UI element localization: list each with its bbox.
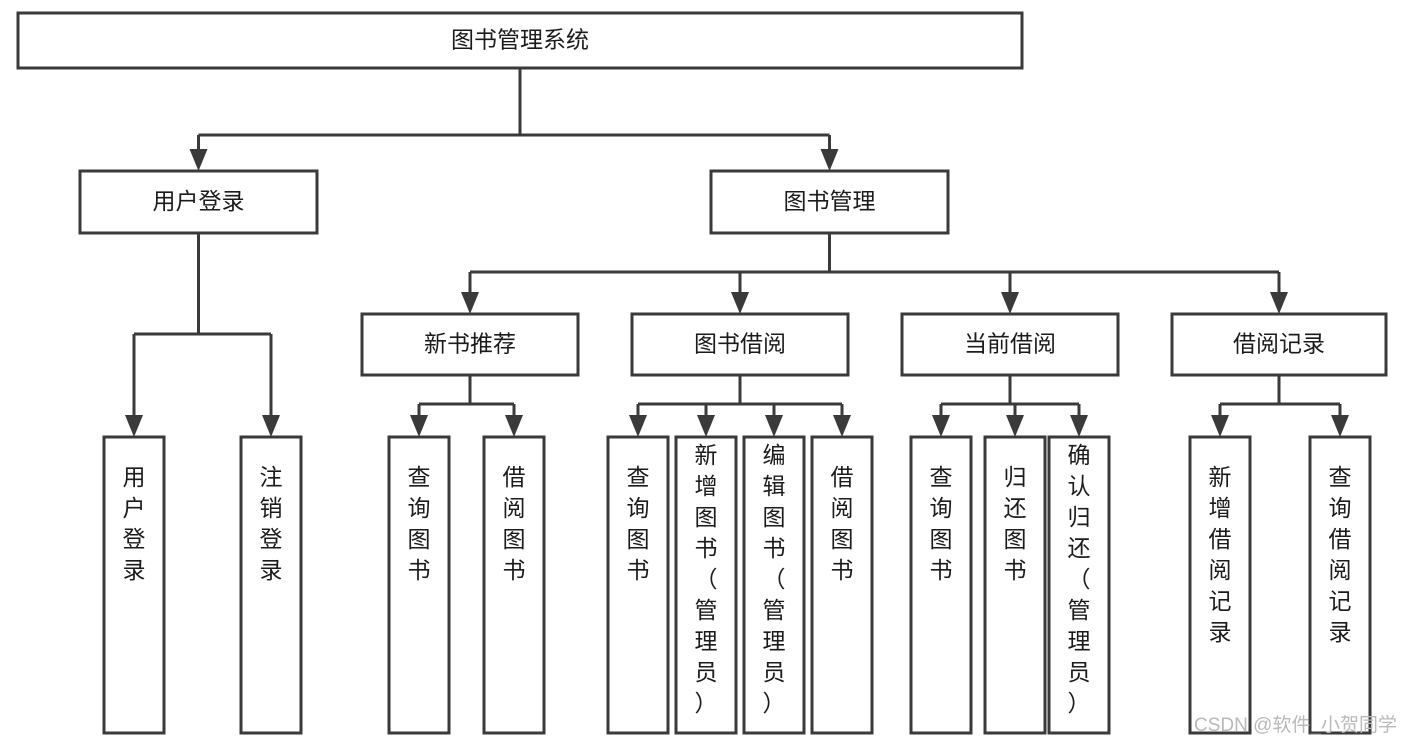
- node-box-leaf-add-borrow-record: [1188, 435, 1252, 735]
- node-label-leaf-add-book: 新增图书（管理员）: [695, 442, 718, 716]
- node-label-borrow-record: 借阅记录: [1233, 331, 1325, 357]
- node-label-leaf-query-book-borrow: 查询图书: [627, 464, 650, 583]
- node-label-user-login: 用户登录: [153, 188, 245, 214]
- node-box-leaf-confirm-return: [1047, 435, 1111, 735]
- arrow-book-management: [820, 149, 839, 171]
- node-leaf-add-borrow-record[interactable]: 新增借阅记录: [1188, 435, 1252, 735]
- arrow-leaf-query-book-current: [932, 415, 950, 437]
- node-label-leaf-edit-book: 编辑图书（管理员）: [763, 442, 786, 716]
- arrow-leaf-return-book: [1006, 415, 1024, 437]
- node-label-leaf-query-book-current: 查询图书: [930, 464, 953, 583]
- node-leaf-query-book-current[interactable]: 查询图书: [909, 435, 973, 735]
- node-box-leaf-query-book-current: [909, 435, 973, 735]
- node-box-leaf-borrow-book: [810, 435, 874, 735]
- node-label-new-book-recommend: 新书推荐: [424, 331, 516, 357]
- node-current-borrow[interactable]: 当前借阅: [900, 312, 1120, 377]
- node-box-leaf-return-book: [983, 435, 1047, 735]
- arrow-leaf-borrow-book: [833, 415, 851, 437]
- arrow-leaf-confirm-return: [1070, 415, 1088, 437]
- node-label-leaf-borrow-book-recommend: 借阅图书: [503, 464, 526, 583]
- node-label-book-management: 图书管理: [784, 188, 876, 214]
- node-leaf-query-book-recommend[interactable]: 查询图书: [387, 435, 451, 735]
- node-leaf-borrow-book[interactable]: 借阅图书: [810, 435, 874, 735]
- node-label-leaf-query-borrow-record: 查询借阅记录: [1329, 464, 1352, 645]
- node-book-management[interactable]: 图书管理: [709, 169, 950, 235]
- node-box-new-book-recommend: [360, 312, 580, 377]
- node-box-leaf-query-book-recommend: [387, 435, 451, 735]
- node-label-leaf-return-book: 归还图书: [1004, 464, 1027, 583]
- node-box-root: [16, 11, 1024, 70]
- node-box-leaf-add-book: [674, 435, 738, 735]
- node-label-leaf-add-borrow-record: 新增借阅记录: [1209, 464, 1232, 645]
- arrow-leaf-query-borrow-record: [1331, 415, 1349, 437]
- node-leaf-add-book[interactable]: 新增图书（管理员）: [674, 435, 738, 735]
- node-root[interactable]: 图书管理系统: [16, 11, 1024, 70]
- arrow-leaf-add-book: [697, 415, 715, 437]
- node-label-root: 图书管理系统: [451, 27, 589, 53]
- node-label-current-borrow: 当前借阅: [964, 331, 1056, 357]
- node-user-login[interactable]: 用户登录: [78, 169, 319, 235]
- arrow-leaf-user-login: [125, 415, 143, 437]
- node-box-leaf-borrow-book-recommend: [482, 435, 546, 735]
- node-book-borrow[interactable]: 图书借阅: [630, 312, 850, 377]
- node-box-leaf-query-book-borrow: [606, 435, 670, 735]
- node-box-book-management: [709, 169, 950, 235]
- arrow-leaf-edit-book: [765, 415, 783, 437]
- node-box-leaf-user-login: [102, 435, 166, 735]
- node-box-leaf-query-borrow-record: [1308, 435, 1372, 735]
- node-new-book-recommend[interactable]: 新书推荐: [360, 312, 580, 377]
- node-label-leaf-logout-login: 注销登录: [260, 464, 283, 583]
- watermark-label: CSDN @软件_小贺同学: [1194, 714, 1397, 736]
- arrow-leaf-query-book-recommend: [410, 415, 428, 437]
- arrow-leaf-query-book-borrow: [629, 415, 647, 437]
- node-leaf-query-book-borrow[interactable]: 查询图书: [606, 435, 670, 735]
- node-label-leaf-confirm-return: 确认归还（管理员）: [1068, 442, 1091, 716]
- node-box-leaf-logout-login: [239, 435, 303, 735]
- nodes-layer: 图书管理系统用户登录图书管理新书推荐图书借阅当前借阅借阅记录用户登录注销登录查询…: [16, 11, 1388, 735]
- node-box-book-borrow: [630, 312, 850, 377]
- node-label-leaf-user-login: 用户登录: [123, 464, 146, 583]
- node-label-leaf-query-book-recommend: 查询图书: [408, 464, 431, 583]
- node-box-user-login: [78, 169, 319, 235]
- arrow-leaf-logout-login: [262, 415, 280, 437]
- node-leaf-user-login[interactable]: 用户登录: [102, 435, 166, 735]
- node-borrow-record[interactable]: 借阅记录: [1170, 312, 1388, 377]
- node-box-current-borrow: [900, 312, 1120, 377]
- node-leaf-query-borrow-record[interactable]: 查询借阅记录: [1308, 435, 1372, 735]
- arrow-borrow-record: [1270, 292, 1288, 314]
- node-leaf-logout-login[interactable]: 注销登录: [239, 435, 303, 735]
- arrow-user-login: [189, 149, 208, 171]
- node-leaf-borrow-book-recommend[interactable]: 借阅图书: [482, 435, 546, 735]
- node-box-borrow-record: [1170, 312, 1388, 377]
- arrow-new-book-recommend: [461, 292, 479, 314]
- arrow-leaf-borrow-book-recommend: [505, 415, 523, 437]
- arrow-leaf-add-borrow-record: [1211, 415, 1229, 437]
- arrow-current-borrow: [1001, 292, 1019, 314]
- arrow-book-borrow: [731, 292, 749, 314]
- node-leaf-confirm-return[interactable]: 确认归还（管理员）: [1047, 435, 1111, 735]
- node-leaf-return-book[interactable]: 归还图书: [983, 435, 1047, 735]
- node-box-leaf-edit-book: [742, 435, 806, 735]
- node-label-leaf-borrow-book: 借阅图书: [831, 464, 854, 583]
- connectors-layer: [125, 68, 1349, 437]
- node-leaf-edit-book[interactable]: 编辑图书（管理员）: [742, 435, 806, 735]
- node-label-book-borrow: 图书借阅: [694, 331, 786, 357]
